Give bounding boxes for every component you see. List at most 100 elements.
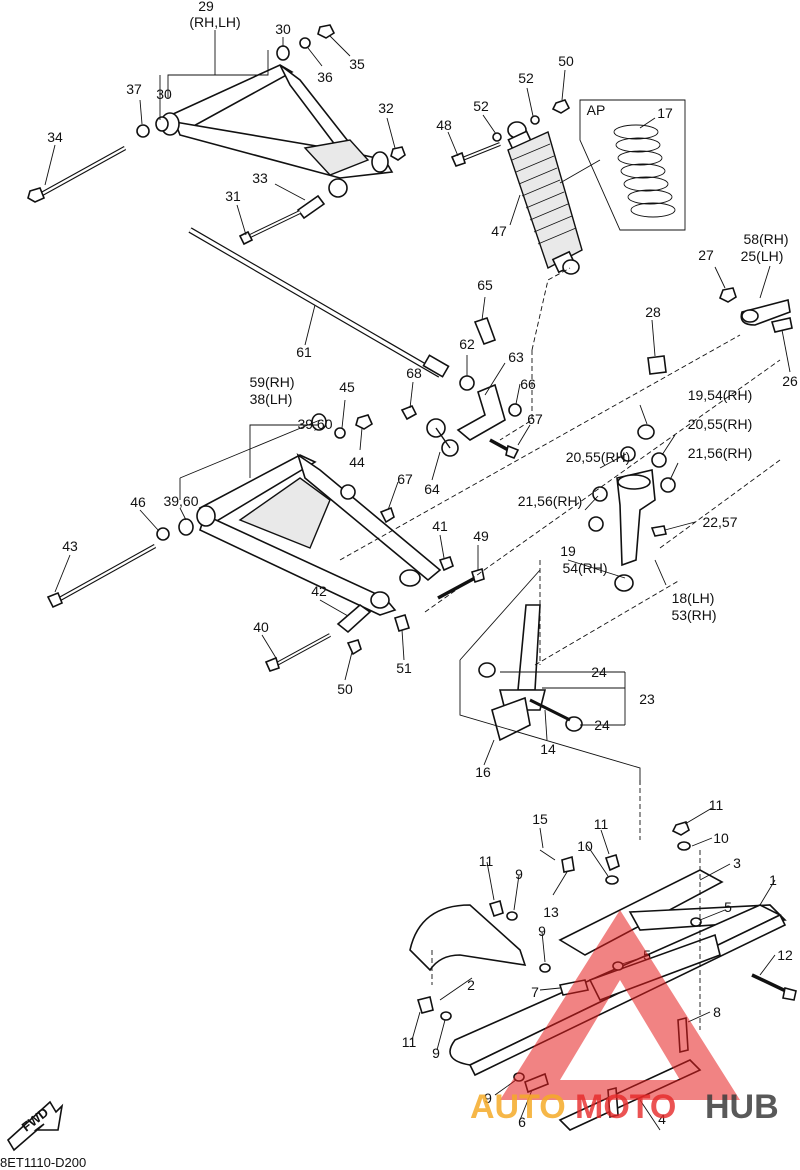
label-24a: 24 (591, 664, 607, 680)
bushing-24b (565, 716, 583, 732)
block-16 (491, 696, 531, 742)
label-rh-lh: (RH,LH) (189, 14, 240, 30)
part-labels: 29 (RH,LH) 30 36 35 37 30 34 32 33 31 61… (47, 0, 798, 1130)
label-42: 42 (311, 583, 327, 599)
nut-11c (416, 996, 434, 1014)
collar-33 (296, 194, 326, 220)
label-2055b: 20,55(RH) (566, 449, 631, 465)
label-3960a: 39,60 (297, 416, 332, 432)
bolt-12 (751, 973, 797, 1001)
label-50a: 50 (558, 53, 574, 69)
watermark-auto: AUTO (470, 1088, 566, 1126)
label-49: 49 (473, 528, 489, 544)
label-29: 29 (198, 0, 214, 14)
label-17: 17 (657, 105, 673, 121)
label-ap: AP (587, 102, 606, 118)
label-8: 8 (713, 1004, 721, 1020)
joint-64 (426, 418, 459, 457)
label-47: 47 (491, 223, 507, 239)
label-51: 51 (396, 660, 412, 676)
nut-50a (551, 99, 571, 114)
bushing-30-left (155, 116, 169, 132)
nut-41 (438, 556, 454, 572)
washer-10a (605, 875, 619, 885)
label-36: 36 (317, 69, 333, 85)
label-24b: 24 (594, 717, 610, 733)
label-4: 4 (658, 1111, 666, 1127)
nut-11a (488, 899, 504, 918)
washer-37 (136, 124, 150, 138)
nut-32 (390, 146, 406, 161)
washer-52a (492, 132, 502, 142)
label-61: 61 (296, 344, 312, 360)
washer-52b (530, 115, 540, 125)
label-30b: 30 (156, 86, 172, 102)
watermark: AUTO MOTO HUB (470, 910, 779, 1126)
collar-42 (336, 603, 372, 634)
label-37: 37 (126, 81, 142, 97)
label-48: 48 (436, 117, 452, 133)
steering-column-14 (498, 604, 547, 711)
label-2: 2 (467, 977, 475, 993)
label-54: 54(RH) (562, 560, 607, 576)
watermark-hub: HUB (705, 1088, 779, 1126)
label-67b: 67 (397, 471, 413, 487)
fitting-2257 (650, 525, 667, 537)
spindle-18 (616, 469, 656, 567)
bolt-31 (238, 210, 301, 246)
label-46: 46 (130, 494, 146, 510)
bolt-67b (379, 506, 395, 524)
label-10a: 10 (577, 838, 593, 854)
drawing-code: 8ET1110-D200 (0, 1155, 86, 1170)
bushing-24a (478, 662, 496, 678)
label-1: 1 (769, 872, 777, 888)
label-63: 63 (508, 349, 524, 365)
lower-a-arm (196, 453, 442, 616)
label-30a: 30 (275, 21, 291, 37)
label-14: 14 (540, 741, 556, 757)
label-67a: 67 (527, 411, 543, 427)
label-3: 3 (733, 855, 741, 871)
label-15: 15 (532, 811, 548, 827)
label-11d: 11 (709, 797, 724, 813)
watermark-moto: MOTO (575, 1088, 676, 1126)
bushing-2055b (620, 446, 636, 462)
label-13: 13 (543, 904, 559, 920)
label-5b: 5 (724, 899, 732, 915)
label-65: 65 (477, 277, 493, 293)
nut-68 (400, 404, 418, 421)
label-11b: 11 (594, 816, 609, 832)
guide-lines (159, 30, 781, 1030)
label-2257: 22,57 (702, 514, 737, 530)
label-53: 53(RH) (671, 607, 716, 623)
steering-arm-58 (740, 299, 791, 326)
label-38: 38(LH) (250, 391, 293, 407)
label-25: 25(LH) (741, 248, 784, 264)
nut-50b (346, 639, 362, 656)
label-2156b: 21,56(RH) (518, 493, 583, 509)
ap-spring-box (559, 99, 686, 231)
pin-15 (539, 849, 556, 861)
label-11c: 11 (402, 1034, 417, 1050)
label-50b: 50 (337, 681, 353, 697)
bolt-67a (489, 438, 520, 460)
label-9a: 9 (515, 866, 523, 882)
washer-9a (506, 911, 518, 921)
washer-46 (156, 527, 170, 541)
bushing-2055a (651, 452, 667, 468)
bushing-2156a (660, 477, 676, 493)
label-40: 40 (253, 619, 269, 635)
label-64: 64 (424, 481, 440, 497)
washer-9c (440, 1011, 452, 1021)
washer-10b (677, 841, 691, 851)
label-23: 23 (639, 691, 655, 707)
label-52a: 52 (473, 98, 489, 114)
label-44: 44 (349, 454, 365, 470)
label-19: 19 (560, 543, 576, 559)
bushing-13 (561, 855, 575, 873)
label-1954: 19,54(RH) (688, 387, 753, 403)
label-27: 27 (698, 247, 714, 263)
label-3960b: 39,60 (163, 493, 198, 509)
label-66: 66 (520, 376, 536, 392)
bolt-34 (27, 146, 127, 203)
